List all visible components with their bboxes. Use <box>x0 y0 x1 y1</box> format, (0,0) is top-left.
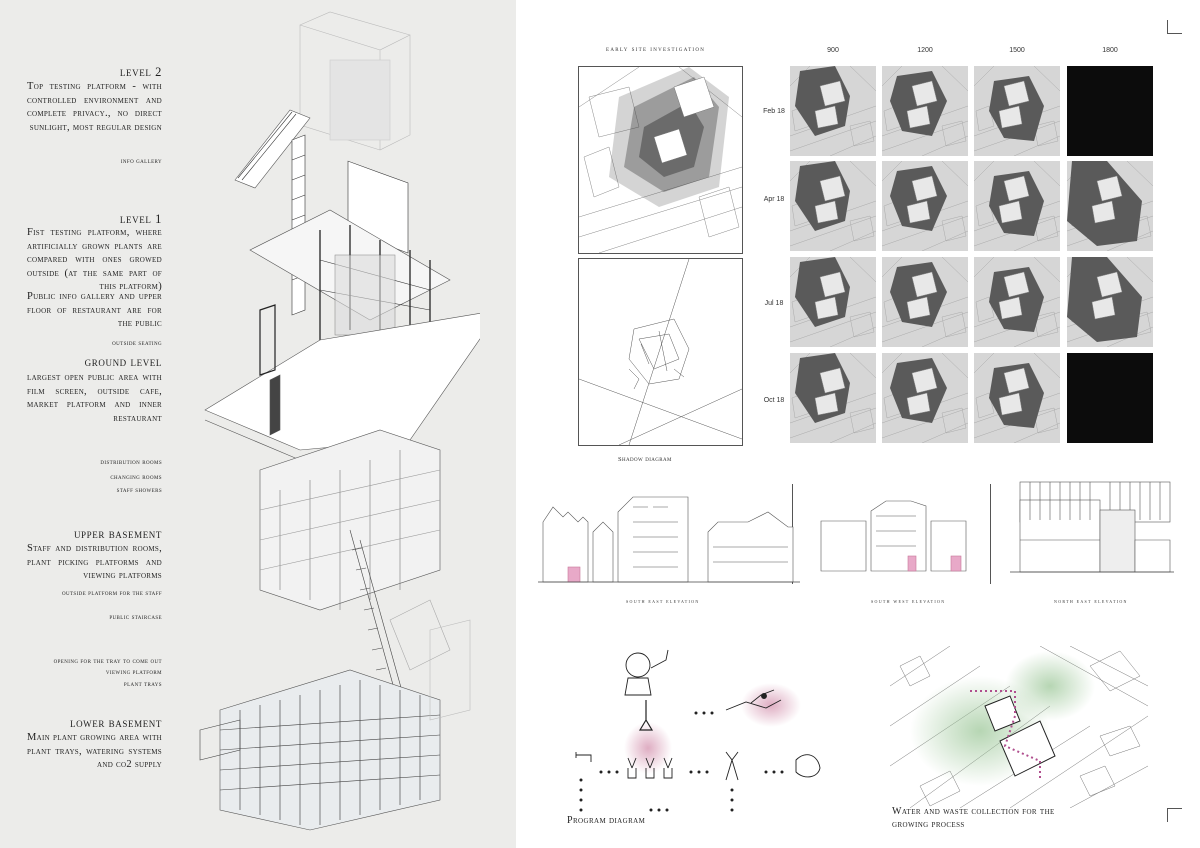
tray-opening-note: opening for the tray to come out <box>53 658 162 665</box>
site-plan-heat <box>578 66 743 254</box>
site-investigation-title: early site investigation <box>606 46 706 53</box>
shadow-tile <box>1067 353 1153 443</box>
time-header-1500: 1500 <box>1009 47 1025 54</box>
crop-mark <box>1168 808 1182 809</box>
shadow-tile <box>790 161 876 251</box>
shadow-tile <box>790 353 876 443</box>
south-west-elevation-drawing <box>820 500 967 572</box>
shadow-tile <box>882 257 968 347</box>
axonometric-panel: level 2 Top testing platform - with cont… <box>0 0 516 848</box>
shadow-diagram <box>578 258 743 446</box>
outside-seating-note: outside seating <box>112 340 162 347</box>
month-label-jul: Jul 18 <box>764 300 784 307</box>
shadow-tile <box>790 257 876 347</box>
shadow-tile <box>790 66 876 156</box>
program-diagram-drawing <box>575 649 821 812</box>
program-diagram-caption: Program diagram <box>567 815 646 826</box>
upper-basement-heading: upper basement <box>73 527 162 541</box>
lower-basement-heading: lower basement <box>69 716 162 730</box>
shadow-tile <box>1067 257 1153 347</box>
upper-basement-description: Staff and distribution rooms, plant pick… <box>27 543 162 582</box>
time-header-1200: 1200 <box>917 47 933 54</box>
exploded-axonometric-drawing <box>199 11 480 831</box>
level2-heading: level 2 <box>119 65 162 79</box>
crop-mark <box>1167 808 1168 822</box>
shadow-tile <box>882 66 968 156</box>
viewing-platform-note: viewing platform <box>105 669 162 676</box>
lower-basement-description: Main plant growing area with plant trays… <box>27 732 162 771</box>
ground-level-heading: ground level <box>84 355 162 369</box>
north-east-elevation-caption: north east elevation <box>1054 600 1128 605</box>
shadow-tile <box>882 161 968 251</box>
time-header-900: 900 <box>827 47 839 54</box>
plant-trays-note: plant trays <box>123 681 162 688</box>
shadow-tile <box>974 257 1060 347</box>
shadow-tile <box>882 353 968 443</box>
ground-level-description: largest open public area with film scree… <box>27 372 162 424</box>
public-staircase-note: public staircase <box>109 614 162 621</box>
south-east-elevation-drawing <box>538 496 800 583</box>
south-west-elevation-caption: south west elevation <box>871 600 946 605</box>
shadow-tile <box>974 353 1060 443</box>
south-east-elevation-caption: south east elevation <box>626 600 700 605</box>
shadow-tile <box>974 66 1060 156</box>
shadow-tile <box>1067 161 1153 251</box>
level1-heading: level 1 <box>119 212 162 226</box>
crop-mark <box>1168 33 1182 34</box>
crop-mark <box>1167 20 1168 34</box>
outside-platform-note: outside platform for the staff <box>61 590 162 597</box>
level1-description-b: Public info gallery and upper floor of r… <box>27 291 162 330</box>
month-label-apr: Apr 18 <box>763 196 785 203</box>
shadow-diagram-caption: Shadow diagram <box>618 456 672 463</box>
shadow-tile <box>1067 66 1153 156</box>
level2-description: Top testing platform - with controlled e… <box>27 81 162 133</box>
info-gallery-note: info gallery <box>120 158 162 165</box>
month-label-oct: Oct 18 <box>763 397 785 404</box>
distribution-rooms-note: distribution rooms <box>100 459 162 466</box>
level1-description-a: Fist testing platform, where artificiall… <box>27 227 162 293</box>
water-collection-map <box>890 646 1148 808</box>
water-caption-line1: Water and waste collection for the <box>892 806 1055 817</box>
changing-rooms-note: changing rooms <box>110 474 162 481</box>
elevation-divider <box>990 484 991 584</box>
shadow-tile <box>974 161 1060 251</box>
month-label-feb: Feb 18 <box>763 108 785 115</box>
north-east-elevation-drawing <box>1010 481 1174 573</box>
water-caption-line2: growing process <box>892 819 965 830</box>
analysis-panel: early site investigation S <box>516 0 1200 848</box>
staff-showers-note: staff showers <box>116 487 162 494</box>
time-header-1800: 1800 <box>1102 47 1118 54</box>
